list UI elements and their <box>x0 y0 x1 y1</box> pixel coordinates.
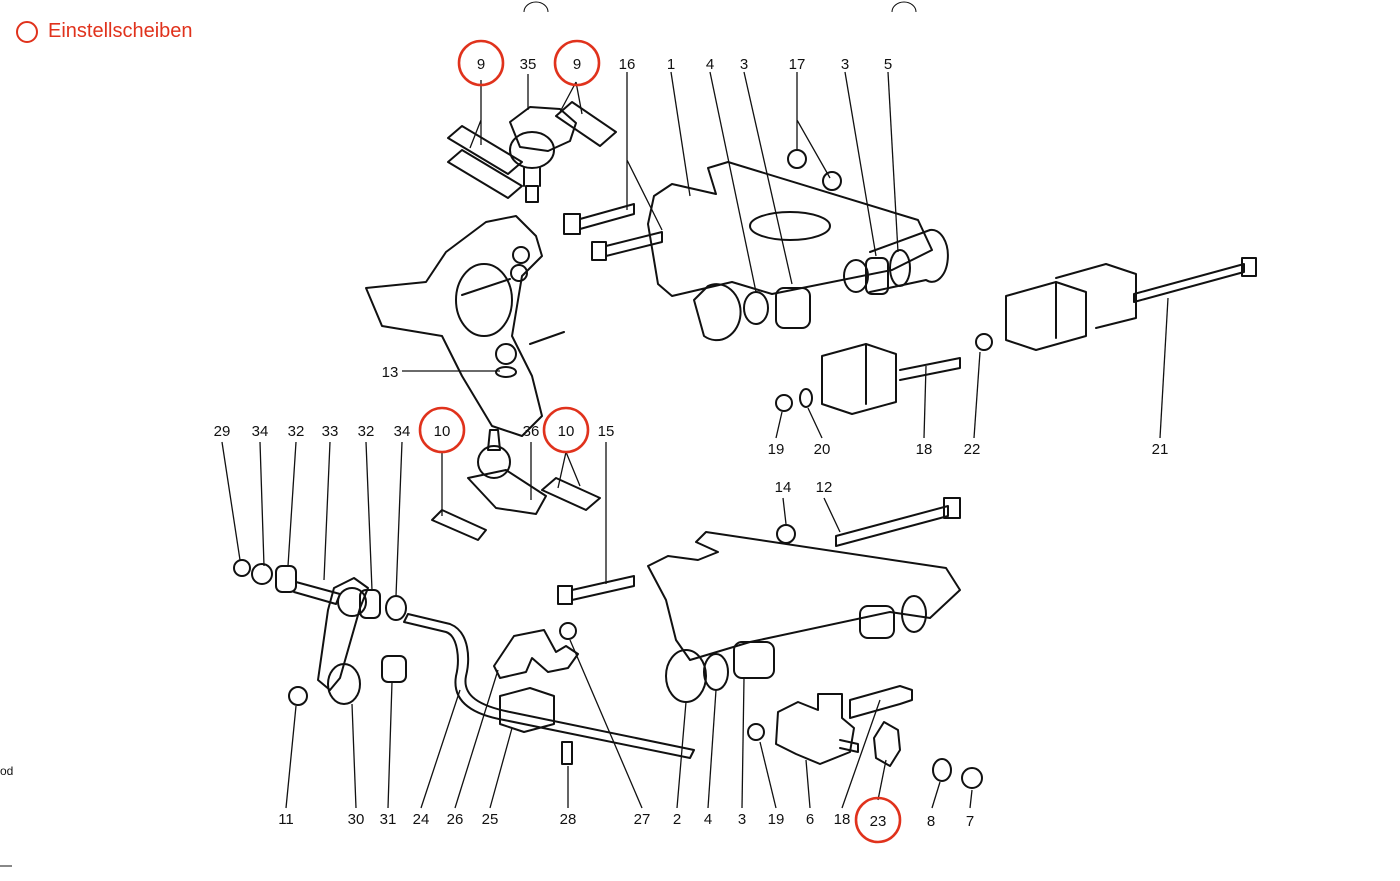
callout-18-lower: 18 <box>834 811 851 828</box>
callout-17: 17 <box>789 56 806 73</box>
clamp-26 <box>493 629 579 679</box>
bolt-28 <box>561 741 573 765</box>
margin-text: od <box>0 764 14 778</box>
lower-shim-right <box>541 477 601 511</box>
callout-25: 25 <box>482 811 499 828</box>
legend-label: Einstellscheiben <box>48 20 193 42</box>
callout-10-lower-left: 10 <box>434 423 451 440</box>
drop-link-30 <box>288 577 407 706</box>
lower-ball-joint <box>467 429 547 515</box>
callout-32-left: 32 <box>288 423 305 440</box>
leader-lines <box>221 71 1169 809</box>
callout-31: 31 <box>380 811 397 828</box>
callout-14: 14 <box>775 479 792 496</box>
nut-14 <box>776 524 796 544</box>
callout-6: 6 <box>806 811 814 828</box>
highlight-10-left <box>418 406 466 454</box>
callout-28: 28 <box>560 811 577 828</box>
upper-shim-left <box>447 125 523 199</box>
callout-19-lower: 19 <box>768 811 785 828</box>
highlight-9-right <box>553 39 601 87</box>
callout-1: 1 <box>667 56 675 73</box>
bushing-25 <box>499 687 555 733</box>
callout-19-upper: 19 <box>768 441 785 458</box>
legend: Einstellscheiben <box>16 20 193 43</box>
callout-9-upper-right: 9 <box>573 56 581 73</box>
highlight-10-right <box>542 406 590 454</box>
upper-control-arm <box>647 161 949 342</box>
nut-27 <box>559 622 577 640</box>
callout-10-lower-right: 10 <box>558 423 575 440</box>
callout-12: 12 <box>816 479 833 496</box>
callout-23: 23 <box>870 813 887 830</box>
callout-34-left: 34 <box>252 423 269 440</box>
callout-3-upper-b: 3 <box>841 56 849 73</box>
scan-artifacts <box>0 1 917 867</box>
callout-18-upper: 18 <box>916 441 933 458</box>
highlight-23 <box>854 796 902 844</box>
lower-control-arm <box>647 531 961 703</box>
shim-23 <box>873 721 901 767</box>
callout-22: 22 <box>964 441 981 458</box>
bolt-16a <box>563 203 635 235</box>
anti-roll-bar <box>403 613 695 759</box>
rubber-rebound-block <box>1005 257 1257 351</box>
callout-26: 26 <box>447 811 464 828</box>
upper-shim-right <box>555 101 617 147</box>
callout-35: 35 <box>520 56 537 73</box>
nuts-8-7 <box>932 758 983 789</box>
callout-8: 8 <box>927 813 935 830</box>
bolt-15 <box>557 575 635 605</box>
callout-labels: 9 35 9 16 1 4 3 17 3 5 13 29 34 32 33 32… <box>214 56 1169 830</box>
callout-5: 5 <box>884 56 892 73</box>
callout-36: 36 <box>523 423 540 440</box>
callout-32-right: 32 <box>358 423 375 440</box>
callout-4-upper: 4 <box>706 56 714 73</box>
highlight-9-left <box>457 39 505 87</box>
circle-outline-icon <box>16 20 38 43</box>
callout-4-lower: 4 <box>704 811 712 828</box>
callout-24: 24 <box>413 811 430 828</box>
callout-2: 2 <box>673 811 681 828</box>
callout-21: 21 <box>1152 441 1169 458</box>
callout-3-upper-a: 3 <box>740 56 748 73</box>
bolt-16b <box>591 231 663 261</box>
callout-3-lower: 3 <box>738 811 746 828</box>
steering-knuckle <box>365 215 565 437</box>
rubber-bump-stop <box>821 333 993 415</box>
callout-30: 30 <box>348 811 365 828</box>
callout-27: 27 <box>634 811 651 828</box>
drop-link-33 <box>233 559 407 621</box>
highlight-circles <box>418 39 902 844</box>
callout-11: 11 <box>278 811 294 828</box>
callout-7: 7 <box>966 813 974 830</box>
callout-13: 13 <box>382 364 399 381</box>
callout-15: 15 <box>598 423 615 440</box>
bolt-12 <box>835 497 961 547</box>
nuts-17 <box>787 149 842 191</box>
callout-16: 16 <box>619 56 636 73</box>
bracket-6 <box>747 685 913 765</box>
lower-shim-left <box>431 509 487 541</box>
callout-29: 29 <box>214 423 231 440</box>
callout-34-right: 34 <box>394 423 411 440</box>
nuts-19-20 <box>775 388 813 412</box>
callout-20: 20 <box>814 441 831 458</box>
callout-9-upper-left: 9 <box>477 56 485 73</box>
callout-33: 33 <box>322 423 339 440</box>
